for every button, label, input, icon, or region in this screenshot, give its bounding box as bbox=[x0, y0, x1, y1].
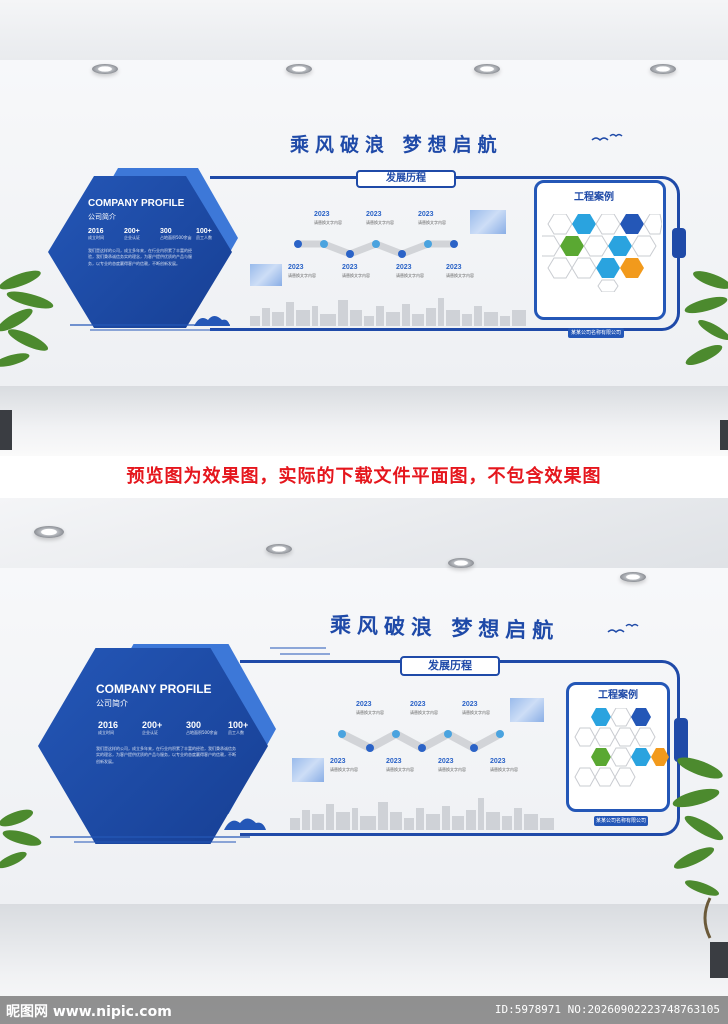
profile-title: COMPANY PROFILE bbox=[88, 198, 185, 209]
ceiling-light bbox=[448, 558, 474, 568]
timeline-text: 请替换文字内容 bbox=[410, 710, 438, 715]
cloud-ornament-icon bbox=[194, 316, 230, 326]
profile-title: COMPANY PROFILE bbox=[96, 682, 212, 696]
city-skyline bbox=[290, 798, 554, 830]
side-tab bbox=[672, 228, 686, 258]
stat-item: 100+ 员工人数 bbox=[228, 720, 249, 735]
timeline-zigzag bbox=[294, 240, 458, 258]
ceiling-light bbox=[34, 526, 64, 538]
timeline-photo bbox=[292, 758, 324, 782]
profile-subtitle: 公司简介 bbox=[96, 699, 128, 708]
timeline-year: 2023 bbox=[410, 701, 426, 708]
cases-panel bbox=[566, 682, 670, 812]
preview-scene-top: 乘风破浪 梦想启航 COMPANY PROFILE 公司简介 2016 成立时间… bbox=[0, 0, 728, 456]
stat-item: 2016 成立时间 bbox=[98, 720, 119, 735]
timeline-year: 2023 bbox=[330, 758, 346, 765]
stat-item: 2016 成立时间 bbox=[88, 228, 104, 240]
ceiling-light bbox=[286, 64, 312, 74]
timeline-text: 请替换文字内容 bbox=[314, 220, 342, 225]
watermark-site: 昵图网 www.nipic.com bbox=[6, 1004, 172, 1020]
timeline-text: 请替换文字内容 bbox=[446, 273, 474, 278]
timeline-year: 2023 bbox=[396, 264, 412, 271]
timeline-text: 请替换文字内容 bbox=[288, 273, 316, 278]
ceiling bbox=[0, 0, 728, 60]
ceiling-light bbox=[620, 572, 646, 582]
cases-title: 工程案例 bbox=[598, 690, 638, 701]
line-ornament bbox=[70, 324, 230, 331]
timeline-title: 发展历程 bbox=[356, 170, 456, 188]
stat-item: 200+ 企业认证 bbox=[124, 228, 140, 240]
timeline-text: 请替换文字内容 bbox=[342, 273, 370, 278]
timeline-year: 2023 bbox=[356, 701, 372, 708]
timeline-year: 2023 bbox=[446, 264, 462, 271]
profile-hexagon: COMPANY PROFILE 公司简介 2016 成立时间 200+ 企业认证… bbox=[38, 648, 268, 844]
company-profile-panel: COMPANY PROFILE 公司简介 2016 成立时间 200+ 企业认证… bbox=[38, 644, 278, 844]
cases-title: 工程案例 bbox=[574, 192, 614, 203]
company-profile-panel: COMPANY PROFILE 公司简介 2016 成立时间 200+ 企业认证… bbox=[48, 168, 238, 328]
profile-subtitle: 公司简介 bbox=[88, 213, 116, 221]
timeline-year: 2023 bbox=[288, 264, 304, 271]
timeline-title: 发展历程 bbox=[400, 656, 500, 676]
cases-hex-grid bbox=[574, 708, 669, 787]
timeline-text: 请替换文字内容 bbox=[356, 710, 384, 715]
cases-hex-grid bbox=[542, 214, 662, 292]
plant-left bbox=[0, 270, 54, 450]
timeline-text: 请替换文字内容 bbox=[490, 767, 518, 772]
birds-icon bbox=[607, 623, 639, 634]
watermark-bar: 昵图网 www.nipic.com ID:5978971 NO:20260902… bbox=[0, 996, 728, 1024]
side-tab bbox=[674, 718, 688, 762]
stat-item: 300 占地面积500余亩 bbox=[186, 720, 218, 735]
plant-right bbox=[684, 271, 728, 450]
notice-banner: 预览图为效果图，实际的下载文件平面图，不包含效果图 bbox=[0, 456, 728, 498]
timeline-photo bbox=[510, 698, 544, 722]
ceiling-light bbox=[266, 544, 292, 554]
watermark-id: ID:5978971 NO:20260902223748763105 bbox=[494, 1003, 720, 1016]
stat-item: 300 占地面积500余亩 bbox=[160, 228, 192, 240]
line-ornament bbox=[50, 836, 250, 843]
ceiling-light bbox=[650, 64, 676, 74]
line-ornament bbox=[270, 647, 330, 655]
timeline-text: 请替换文字内容 bbox=[438, 767, 466, 772]
timeline-text: 请替换文字内容 bbox=[386, 767, 414, 772]
cases-caption: 某某公司名称有限公司 bbox=[594, 816, 648, 826]
timeline-text: 请替换文字内容 bbox=[462, 710, 490, 715]
ceiling-light bbox=[474, 64, 500, 74]
notice-text: 预览图为效果图，实际的下载文件平面图，不包含效果图 bbox=[126, 466, 602, 487]
birds-icon bbox=[591, 133, 623, 142]
timeline-text: 请替换文字内容 bbox=[418, 220, 446, 225]
plant-right bbox=[672, 757, 728, 978]
timeline-year: 2023 bbox=[386, 758, 402, 765]
slogan: 乘风破浪 梦想启航 bbox=[290, 134, 503, 156]
stat-item: 100+ 员工人数 bbox=[196, 228, 212, 240]
ceiling-light bbox=[92, 64, 118, 74]
stat-item: 200+ 企业认证 bbox=[142, 720, 163, 735]
timeline-text: 请替换文字内容 bbox=[396, 273, 424, 278]
cloud-ornament-icon bbox=[224, 818, 266, 830]
preview-scene-bottom: 乘风破浪 梦想启航 COMPANY PROFILE 公司简介 2016 成立时间… bbox=[0, 498, 728, 1024]
ceiling bbox=[0, 498, 728, 568]
timeline-zigzag bbox=[338, 730, 504, 752]
timeline-year: 2023 bbox=[314, 211, 330, 218]
timeline-year: 2023 bbox=[438, 758, 454, 765]
timeline-year: 2023 bbox=[462, 701, 478, 708]
slogan: 乘风破浪 梦想启航 bbox=[329, 613, 560, 643]
timeline-year: 2023 bbox=[490, 758, 506, 765]
profile-paragraph: 我们是这样的公司，成立多年来，在行业内积累了丰富的经验，我们秉承诚信务实的理念，… bbox=[96, 746, 236, 764]
city-skyline bbox=[250, 298, 526, 326]
timeline-year: 2023 bbox=[418, 211, 434, 218]
floor bbox=[0, 386, 728, 456]
timeline-year: 2023 bbox=[342, 264, 358, 271]
timeline-year: 2023 bbox=[366, 211, 382, 218]
profile-paragraph: 我们是这样的公司，成立多年来，在行业内积累了丰富的经验，我们秉承诚信务实的理念，… bbox=[88, 248, 192, 266]
plant-left bbox=[0, 809, 42, 869]
timeline-photo bbox=[470, 210, 506, 234]
timeline-photo bbox=[250, 264, 282, 286]
cases-caption: 某某公司名称有限公司 bbox=[568, 328, 624, 338]
timeline-text: 请替换文字内容 bbox=[330, 767, 358, 772]
timeline-text: 请替换文字内容 bbox=[366, 220, 394, 225]
